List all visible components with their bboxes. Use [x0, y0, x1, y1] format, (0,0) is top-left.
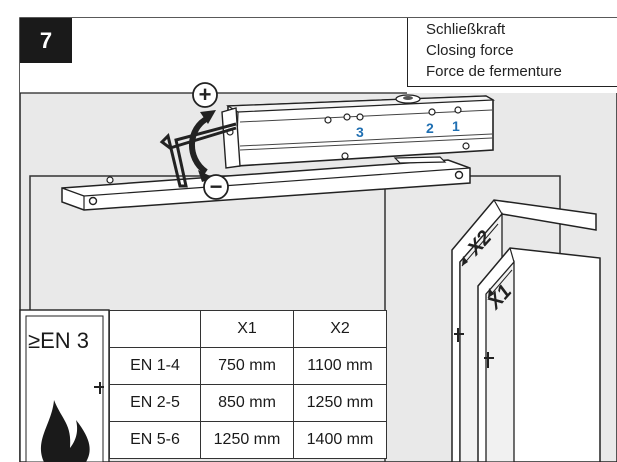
door-handle-icon: [454, 328, 464, 342]
title-de: Schließkraft: [426, 21, 506, 38]
table-cell: EN 5-6: [109, 421, 201, 459]
table-cell: 750 mm: [200, 347, 294, 385]
table-cell: 1100 mm: [293, 347, 387, 385]
table-cell: 1250 mm: [293, 384, 387, 422]
table-header: [109, 310, 201, 348]
hex-key-icon: [159, 122, 237, 188]
fire-rating-label: ≥EN 3: [28, 328, 89, 353]
slide-rail: [61, 156, 471, 211]
table-header: X1: [200, 310, 294, 348]
title-en: Closing force: [426, 42, 514, 59]
fire-door-panel: [19, 309, 110, 462]
title-fr: Force de fermenture: [426, 63, 562, 80]
screw-number-3: 3: [356, 124, 364, 140]
step-number: 7: [20, 18, 72, 63]
flame-icon: [40, 400, 90, 462]
table-cell: 850 mm: [200, 384, 294, 422]
table-cell: 1400 mm: [293, 421, 387, 459]
title-box: Schließkraft Closing force Force de ferm…: [407, 18, 617, 87]
table-cell: EN 1-4: [109, 347, 201, 385]
plus-icon: +: [198, 82, 212, 107]
rotate-arrow-icon: [189, 110, 216, 182]
plus-circle: [192, 82, 218, 108]
minus-circle: [203, 174, 229, 200]
table-header-row: X1 X2: [109, 310, 387, 348]
table-cell: 1250 mm: [200, 421, 294, 459]
screw-number-2: 2: [426, 120, 434, 136]
door-illustration: [451, 199, 601, 462]
door-closer-body: [221, 94, 496, 169]
table-header: X2: [293, 310, 387, 348]
table-row: EN 5-6 1250 mm 1400 mm: [109, 421, 387, 459]
table-row: EN 2-5 850 mm 1250 mm: [109, 384, 387, 422]
screw-number-1: 1: [452, 118, 460, 134]
minus-icon: −: [209, 174, 223, 199]
table-cell: EN 2-5: [109, 384, 201, 422]
table-row: EN 1-4 750 mm 1100 mm: [109, 347, 387, 385]
closing-force-table: X1 X2 EN 1-4 750 mm 1100 mm EN 2-5 850 m…: [109, 310, 387, 459]
